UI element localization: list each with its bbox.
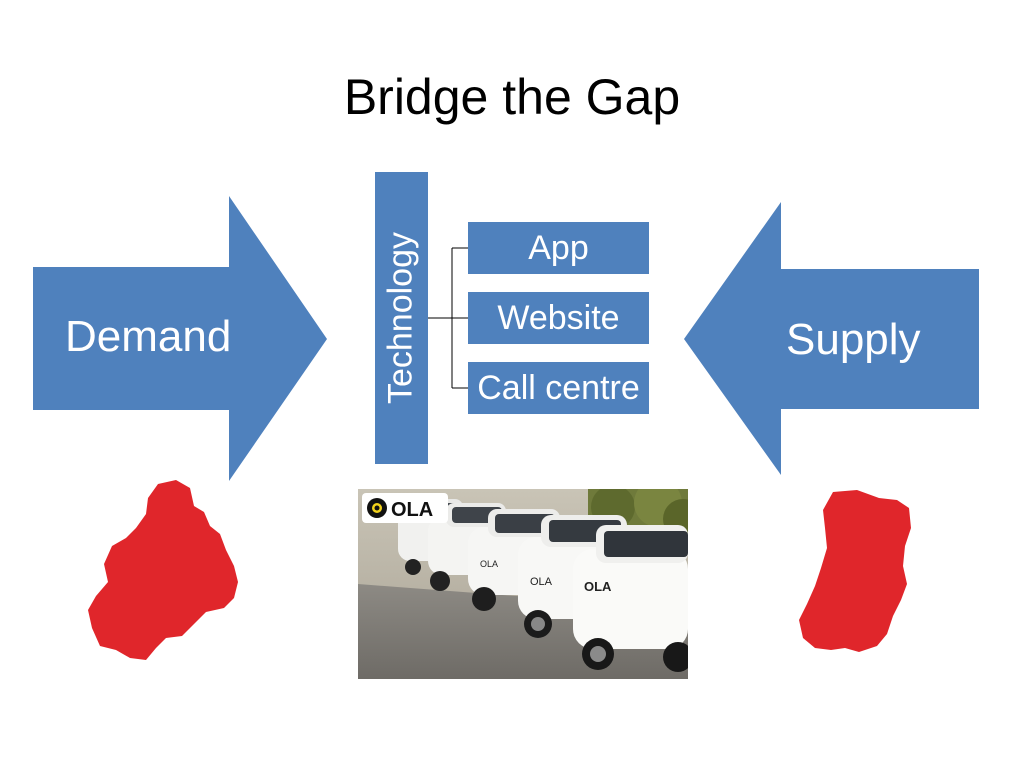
- supply-label: Supply: [786, 315, 921, 364]
- demand-region-map: [88, 480, 238, 660]
- slide-title: Bridge the Gap: [343, 69, 681, 125]
- ola-taxis-photo: OLA OLA OLA OLA: [358, 489, 688, 679]
- svg-text:OLA: OLA: [391, 499, 433, 521]
- demand-arrow: [33, 196, 327, 481]
- svg-text:OLA: OLA: [480, 559, 498, 569]
- technology-bar: [375, 172, 428, 464]
- channel-call-centre: Call centre: [468, 362, 649, 414]
- supply-region-map: [799, 490, 911, 652]
- ola-logo: OLA: [362, 493, 448, 523]
- svg-text:OLA: OLA: [584, 579, 612, 594]
- technology-label: Technology: [381, 231, 420, 405]
- demand-label: Demand: [65, 312, 232, 361]
- supply-arrow: [684, 202, 979, 475]
- channel-app: App: [468, 222, 649, 274]
- channel-website: Website: [468, 292, 649, 344]
- svg-text:OLA: OLA: [530, 576, 553, 588]
